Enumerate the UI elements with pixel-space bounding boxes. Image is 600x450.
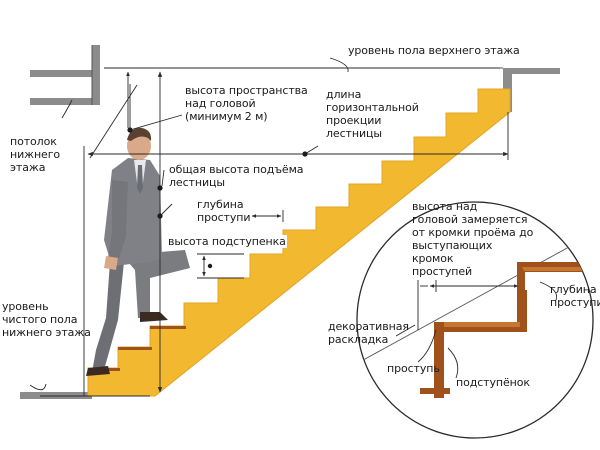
label-molding: декоративная раскладка bbox=[328, 320, 409, 346]
label-floor-level: уровень чистого пола нижнего этажа bbox=[2, 300, 91, 339]
lower-floor-slab bbox=[20, 392, 92, 399]
label-tread: проступь bbox=[387, 362, 440, 375]
reference-dots bbox=[127, 127, 308, 269]
label-headroom: высота пространства над головой (минимум… bbox=[185, 84, 308, 123]
label-total-height: общая высота подъёма лестницы bbox=[168, 163, 305, 189]
detail-circle bbox=[356, 201, 594, 439]
label-riser: подступёнок bbox=[456, 376, 530, 389]
label-horizontal-length: длина горизонтальной проекции лестницы bbox=[326, 88, 419, 140]
label-headroom-measured: высота над головой замеряется от кромки … bbox=[412, 200, 534, 278]
label-riser-height: высота подступенка bbox=[167, 235, 287, 248]
label-ceiling: потолок нижнего этажа bbox=[10, 135, 61, 174]
label-tread-depth-detail: глубина проступи bbox=[550, 283, 600, 309]
label-tread-depth: глубина проступи bbox=[196, 198, 252, 224]
label-upper-floor: уровень пола верхнего этажа bbox=[348, 44, 520, 57]
ceiling-slab bbox=[30, 45, 100, 105]
dimension-lines bbox=[29, 57, 509, 397]
